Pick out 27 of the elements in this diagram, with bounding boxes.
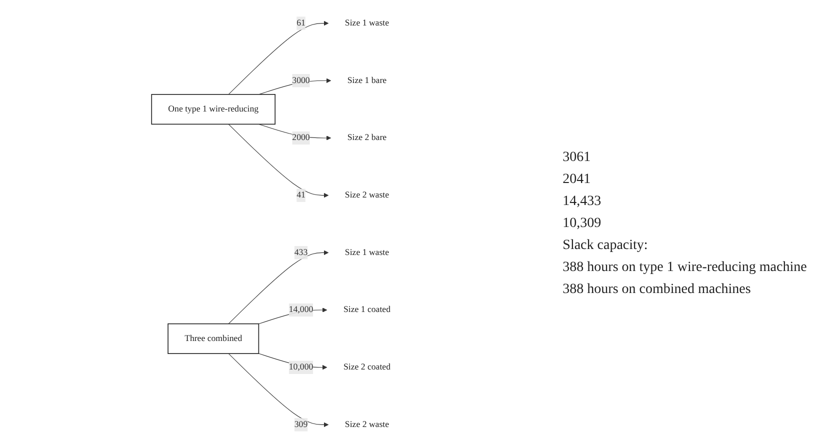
note-text: Slack capacity: [562, 238, 649, 254]
node-box: One type 1 wire-reducing [151, 94, 276, 125]
note-text: 388 hours on type 1 wire-reducing machine [562, 260, 808, 276]
edge-label: 3000 [292, 76, 310, 86]
edge-label: 2000 [292, 133, 310, 142]
node-text: Size 1 bare [347, 76, 387, 86]
node-text: Size 1 waste [344, 18, 390, 28]
node-text: Size 2 waste [344, 190, 390, 200]
node-text: Size 1 waste [344, 248, 390, 258]
edge-label: 61 [296, 18, 306, 28]
edge-label: 433 [294, 248, 308, 258]
node-text: Size 2 coated [343, 362, 390, 372]
node-box: Three combined [168, 323, 260, 354]
note-text: 3061 [562, 150, 592, 166]
node-text: Size 2 waste [344, 420, 390, 430]
edge-label: 309 [294, 420, 308, 430]
note-text: 14,433 [562, 194, 602, 210]
node-text: Size 1 coated [343, 305, 390, 314]
edge-label: 14,000 [288, 305, 314, 314]
note-text: 388 hours on combined machines [562, 282, 752, 298]
node-text: Size 2 bare [347, 133, 387, 142]
arrow [228, 20, 329, 95]
note-text: 10,309 [562, 216, 602, 232]
arrow [228, 124, 329, 198]
note-text: 2041 [562, 172, 592, 188]
edge-label: 41 [296, 190, 306, 200]
edge-label: 10,000 [288, 362, 314, 372]
